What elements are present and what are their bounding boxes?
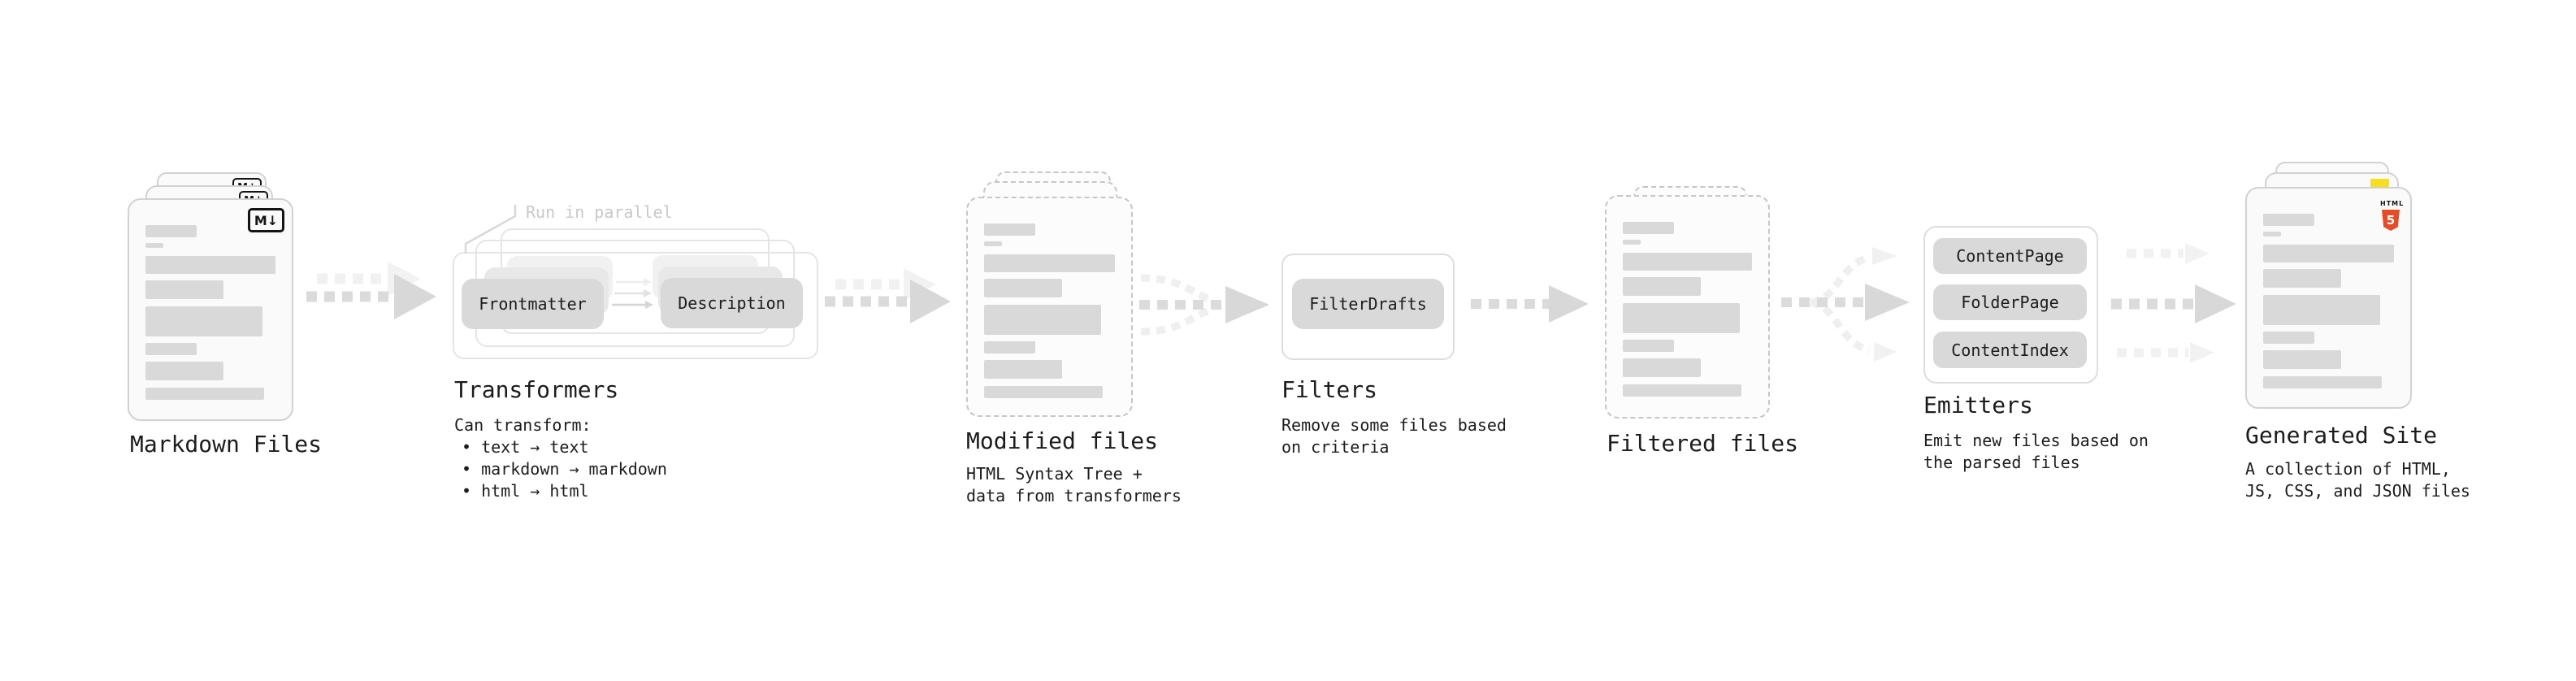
placeholder-bar	[984, 305, 1101, 335]
placeholder-bar	[1623, 253, 1752, 271]
arrow-markdown-to-transformers	[306, 262, 436, 319]
placeholder-bar	[2263, 214, 2314, 226]
transformers-caption: Can transform:	[454, 415, 592, 435]
frontmatter-chip: Frontmatter	[462, 279, 604, 329]
filterdrafts-chip: FilterDrafts	[1292, 279, 1444, 329]
arrow-filters-to-filtered	[1471, 285, 1589, 323]
filters-label: Filters	[1281, 376, 1378, 403]
placeholder-bar	[984, 386, 1103, 398]
arrow-filtered-to-emitters	[1781, 247, 1910, 362]
placeholder-bar	[1623, 358, 1701, 377]
placeholder-bar	[2263, 350, 2341, 369]
markdown-file-card: M↓	[128, 198, 293, 421]
placeholder-bar	[145, 225, 197, 237]
markdown-files-label: Markdown Files	[130, 431, 323, 458]
bullet-item: • html → html	[462, 481, 589, 501]
html5-icon-shield: 5	[2382, 210, 2400, 231]
contentpage-chip: ContentPage	[1933, 238, 2087, 274]
placeholder-bar	[984, 341, 1035, 354]
markdown-icon: M↓	[248, 208, 284, 232]
description-chip: Description	[661, 278, 803, 328]
placeholder-bar	[1623, 384, 1741, 397]
filtered-file-card	[1605, 195, 1770, 419]
placeholder-bar	[984, 254, 1115, 272]
placeholder-bar	[145, 388, 264, 400]
filters-caption: Remove some files based on criteria	[1281, 415, 1507, 457]
placeholder-bars	[2263, 214, 2394, 388]
transformers-bullet-list: • text → text • markdown → markdown • ht…	[462, 436, 667, 502]
filtered-files-label: Filtered files	[1607, 430, 1799, 457]
placeholder-bar	[984, 241, 1002, 246]
arrow-transformers-to-modified	[825, 268, 951, 323]
placeholder-bar	[2263, 232, 2281, 236]
bullet-item: • markdown → markdown	[462, 459, 667, 479]
callout-line	[464, 205, 517, 254]
arrow-emitters-to-site	[2111, 243, 2236, 363]
placeholder-bar	[145, 343, 197, 355]
placeholder-bars	[984, 223, 1115, 398]
placeholder-bar	[2263, 295, 2380, 325]
placeholder-bar	[984, 279, 1062, 297]
placeholder-bar	[145, 280, 223, 299]
placeholder-bars	[1623, 222, 1752, 397]
modified-files-caption: HTML Syntax Tree + data from transformer…	[966, 464, 1182, 505]
html5-icon: HTML 5	[2380, 193, 2405, 231]
placeholder-bar	[2263, 245, 2394, 262]
placeholder-bar	[145, 256, 275, 274]
placeholder-bar	[1623, 340, 1674, 352]
transformers-label: Transformers	[454, 376, 619, 403]
placeholder-bar	[1623, 240, 1641, 245]
generated-site-label: Generated Site	[2245, 422, 2438, 449]
placeholder-bar	[145, 243, 163, 248]
placeholder-bar	[984, 360, 1062, 379]
contentindex-chip: ContentIndex	[1933, 332, 2087, 368]
folderpage-chip: FolderPage	[1933, 284, 2087, 320]
placeholder-bar	[1623, 222, 1674, 234]
bullet-item: • text → text	[462, 437, 589, 457]
placeholder-bar	[145, 306, 262, 336]
placeholder-bars	[145, 225, 275, 400]
placeholder-bar	[984, 223, 1035, 236]
run-in-parallel-note: Run in parallel	[526, 202, 673, 222]
html5-icon-number: 5	[2386, 213, 2396, 228]
parallel-frame-front	[453, 252, 818, 359]
html5-icon-word: HTML	[2380, 200, 2405, 207]
modified-file-card	[966, 197, 1133, 417]
modified-files-label: Modified files	[966, 427, 1159, 454]
emitters-label: Emitters	[1923, 392, 2033, 419]
placeholder-bar	[145, 362, 223, 380]
generated-site-caption: A collection of HTML, JS, CSS, and JSON …	[2245, 459, 2470, 501]
placeholder-bar	[2263, 269, 2341, 288]
placeholder-bar	[1623, 303, 1740, 333]
js-icon	[2370, 179, 2389, 188]
site-file-card-html: HTML 5	[2245, 187, 2412, 409]
placeholder-bar	[1623, 277, 1701, 296]
emitters-caption: Emit new files based on the parsed files	[1923, 431, 2149, 472]
arrow-modified-to-filters	[1139, 274, 1269, 336]
placeholder-bar	[2263, 376, 2382, 388]
placeholder-bar	[2263, 332, 2314, 344]
parallel-mini-arrows	[612, 278, 653, 309]
